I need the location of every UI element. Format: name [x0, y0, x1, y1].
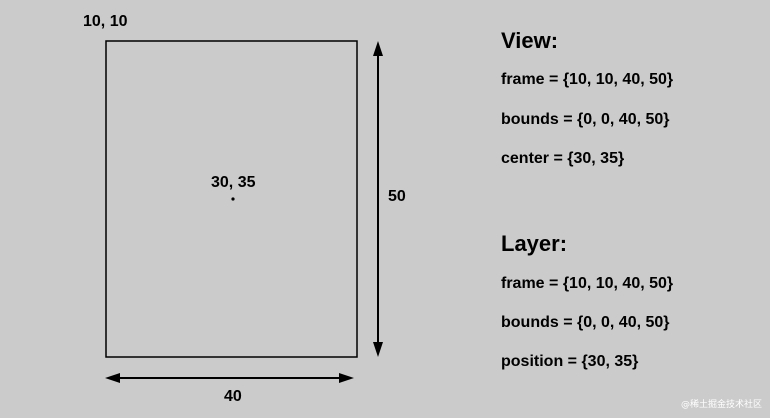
view-rectangle	[105, 40, 358, 358]
layer-bounds: bounds = {0, 0, 40, 50}	[501, 314, 670, 331]
view-title: View:	[501, 28, 559, 53]
height-arrow	[373, 41, 383, 357]
layer-title: Layer:	[501, 231, 568, 256]
width-label: 40	[224, 388, 242, 405]
view-frame: frame = {10, 10, 40, 50}	[501, 71, 674, 88]
layer-frame: frame = {10, 10, 40, 50}	[501, 275, 674, 292]
layer-position: position = {30, 35}	[501, 353, 639, 370]
center-point	[231, 197, 235, 201]
view-center: center = {30, 35}	[501, 150, 625, 167]
watermark: @稀土掘金技术社区	[680, 400, 762, 410]
height-label: 50	[388, 188, 406, 205]
origin-label: 10, 10	[83, 13, 128, 30]
width-arrow	[105, 373, 354, 383]
center-label: 30, 35	[211, 174, 256, 191]
view-bounds: bounds = {0, 0, 40, 50}	[501, 111, 670, 128]
